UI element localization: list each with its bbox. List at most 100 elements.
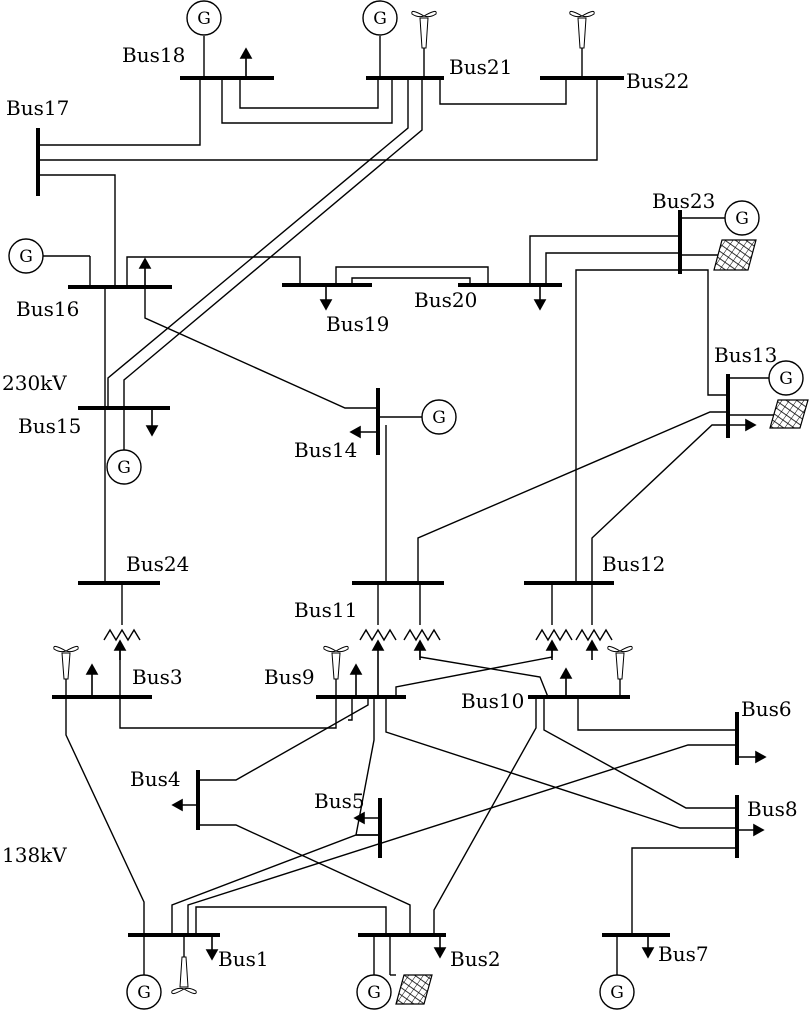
labels: Bus18 Bus21 Bus22 Bus17 Bus23 Bus16 Bus1… bbox=[2, 43, 798, 971]
line-4-2 bbox=[200, 824, 411, 935]
line-5-1 bbox=[171, 834, 378, 935]
generator-icon: G bbox=[680, 200, 760, 236]
transmission-lines bbox=[38, 78, 737, 935]
generator-icon: G bbox=[126, 935, 162, 1010]
generator-icon: G bbox=[106, 408, 142, 485]
line-16-19 bbox=[126, 256, 301, 287]
line-18-21b bbox=[239, 78, 379, 109]
wind-turbines bbox=[53, 10, 633, 995]
transformer-icon bbox=[535, 628, 573, 642]
generator-icon: G bbox=[599, 935, 635, 1010]
line-9-8 bbox=[385, 697, 737, 829]
load-arrow-icon bbox=[171, 798, 198, 812]
generator-label: G bbox=[137, 983, 151, 1003]
load-arrow-icon bbox=[737, 823, 765, 837]
line-23-12 bbox=[575, 269, 680, 583]
transformer-icon bbox=[103, 628, 141, 642]
bus12-label: Bus12 bbox=[602, 552, 665, 576]
generator-icon: G bbox=[186, 0, 222, 78]
generator-label: G bbox=[197, 9, 211, 29]
bus15-label: Bus15 bbox=[18, 414, 81, 438]
line-20-23b bbox=[545, 252, 680, 285]
line-10-8 bbox=[543, 697, 737, 809]
line-22-17 bbox=[38, 78, 598, 161]
bus24-label: Bus24 bbox=[126, 552, 189, 576]
bus13-label: Bus13 bbox=[714, 343, 777, 367]
load-arrow-icon bbox=[413, 639, 427, 660]
line-17-16 bbox=[38, 174, 116, 287]
line-10-6 bbox=[577, 697, 737, 731]
bus21-label: Bus21 bbox=[449, 55, 512, 79]
line-3-9 bbox=[119, 648, 337, 729]
load-arrow-icon bbox=[371, 639, 385, 660]
bus-bars bbox=[36, 76, 739, 937]
line-1-2 bbox=[195, 906, 387, 935]
line-9-5 bbox=[355, 697, 378, 836]
line-13-12 bbox=[591, 424, 728, 583]
loads bbox=[85, 47, 767, 961]
line-19-20b bbox=[351, 277, 471, 285]
bus7-label: Bus7 bbox=[658, 942, 709, 966]
wind-turbine-icon bbox=[569, 10, 595, 78]
transformer-arrows bbox=[113, 639, 599, 697]
line-21-15a bbox=[107, 78, 409, 408]
load-arrow-icon bbox=[533, 285, 547, 311]
load-arrow-icon bbox=[353, 811, 380, 825]
load-arrow-icon bbox=[145, 408, 159, 437]
transformer-icon bbox=[575, 628, 613, 642]
load-arrow-icon bbox=[239, 47, 253, 78]
bus17-label: Bus17 bbox=[6, 96, 69, 120]
bus5-label: Bus5 bbox=[314, 789, 365, 813]
load-arrow-icon bbox=[113, 639, 127, 660]
solar-panel-icon bbox=[389, 935, 433, 1005]
transformer-icon bbox=[359, 628, 397, 642]
load-arrow-icon bbox=[585, 639, 599, 660]
line-18-21a bbox=[221, 78, 393, 124]
load-arrow-icon bbox=[138, 257, 152, 287]
load-arrow-icon bbox=[205, 935, 219, 961]
line-23-13 bbox=[680, 269, 728, 396]
load-arrow-icon bbox=[545, 639, 559, 660]
line-9-4 bbox=[200, 697, 369, 781]
solar-panel-icon bbox=[728, 399, 809, 429]
generator-label: G bbox=[117, 458, 131, 478]
bus2-label: Bus2 bbox=[450, 947, 501, 971]
line-20-23a bbox=[529, 235, 680, 285]
line-8-7 bbox=[631, 847, 737, 935]
load-arrow-icon bbox=[85, 663, 99, 697]
bus6-label: Bus6 bbox=[741, 697, 792, 721]
line-3-1 bbox=[65, 697, 145, 935]
load-arrow-icon bbox=[728, 418, 757, 432]
solar-panels bbox=[389, 239, 809, 1005]
bus18-label: Bus18 bbox=[122, 43, 185, 67]
bus8-label: Bus8 bbox=[747, 797, 798, 821]
bus10-label: Bus10 bbox=[461, 689, 524, 713]
wind-turbine-icon bbox=[323, 645, 349, 697]
bus23-label: Bus23 bbox=[652, 189, 715, 213]
generator-icon: G bbox=[728, 360, 804, 396]
generator-label: G bbox=[19, 247, 33, 267]
bus1-label: Bus1 bbox=[218, 947, 269, 971]
line-16-14 bbox=[144, 287, 378, 409]
generator-label: G bbox=[735, 209, 749, 229]
load-arrow-icon bbox=[349, 425, 378, 439]
bus4-label: Bus4 bbox=[130, 767, 181, 791]
line-6-1 bbox=[187, 744, 737, 935]
line-10-2 bbox=[433, 697, 537, 935]
generator-icon: G bbox=[8, 238, 91, 287]
load-arrow-icon bbox=[319, 285, 333, 311]
line-9-stub bbox=[348, 697, 353, 721]
bus19-label: Bus19 bbox=[326, 312, 389, 336]
line-21-22 bbox=[439, 78, 567, 105]
bus22-label: Bus22 bbox=[626, 69, 689, 93]
bus11-label: Bus11 bbox=[294, 598, 357, 622]
transformer-icon bbox=[403, 628, 441, 642]
generator-label: G bbox=[432, 408, 446, 428]
generator-icon: G bbox=[378, 399, 457, 435]
voltage-230kv-label: 230kV bbox=[2, 371, 67, 395]
bus14-label: Bus14 bbox=[294, 438, 357, 462]
line-19-20a bbox=[335, 266, 489, 285]
load-arrow-icon bbox=[737, 750, 767, 764]
solar-panel-icon bbox=[680, 239, 757, 271]
